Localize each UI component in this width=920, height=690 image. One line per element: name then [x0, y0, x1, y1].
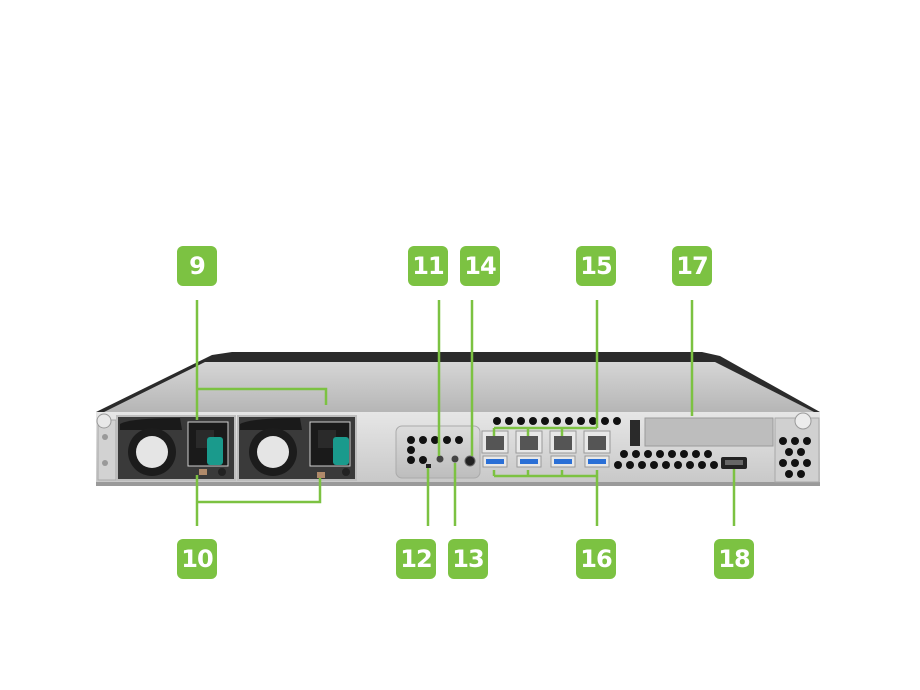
callout-lines	[195, 300, 736, 526]
callout-badge-13: 13	[448, 539, 488, 579]
ground-screw	[464, 455, 476, 467]
status-led	[426, 464, 431, 468]
lan-ports	[481, 430, 611, 454]
vent-holes	[493, 417, 621, 425]
pcie-slot	[630, 417, 774, 447]
vent-holes-lower	[614, 450, 718, 469]
callout-badge-17: 17	[672, 246, 712, 286]
psu-1	[116, 415, 236, 481]
callout-badge-14: 14	[460, 246, 500, 286]
callout-badge-18: 18	[714, 539, 754, 579]
callout-badge-9: 9	[177, 246, 217, 286]
reset-button	[451, 455, 459, 463]
callout-badge-11: 11	[408, 246, 448, 286]
callout-badge-15: 15	[576, 246, 616, 286]
callout-badge-10: 10	[177, 539, 217, 579]
callout-badge-16: 16	[576, 539, 616, 579]
hdmi-port	[721, 457, 747, 469]
usb-ports	[482, 455, 610, 468]
callout-badge-12: 12	[396, 539, 436, 579]
psu-2	[237, 415, 357, 481]
mode-button	[436, 455, 444, 463]
